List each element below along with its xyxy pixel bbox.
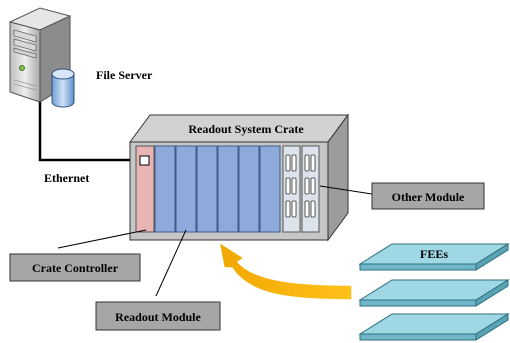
ethernet-port: [139, 155, 150, 166]
readout-module-leader: [155, 229, 187, 297]
crate-controller-label: Crate Controller: [32, 261, 119, 275]
readout-module-slot: [259, 145, 281, 233]
other-module-label: Other Module: [392, 190, 465, 204]
readout-module-label: Readout Module: [115, 310, 201, 324]
file-server-label: File Server: [96, 68, 153, 82]
ethernet-label: Ethernet: [44, 171, 89, 185]
database-icon: [51, 68, 75, 108]
readout-module-slots: [154, 145, 281, 233]
server-tower-icon: [8, 7, 72, 103]
crate-controller-callout: Crate Controller: [9, 253, 141, 282]
fee-board: [358, 243, 510, 271]
crate-controller-slot: [135, 145, 155, 233]
crate-controller-leader: [57, 229, 147, 249]
readout-module-slot: [175, 145, 197, 233]
fees-label: FEEs: [420, 247, 448, 261]
readout-module-slot: [217, 145, 239, 233]
other-module-slots: [282, 145, 320, 233]
readout-module-slot: [196, 145, 218, 233]
other-module-callout: Other Module: [371, 182, 485, 210]
readout-module-slot: [238, 145, 260, 233]
readout-module-callout: Readout Module: [95, 301, 221, 331]
fee-board: [358, 279, 510, 307]
readout-module-slot: [154, 145, 176, 233]
data-flow-arrow-icon: [217, 240, 353, 301]
ethernet-cable: [38, 102, 146, 162]
fee-board: [358, 313, 510, 341]
crate-title: Readout System Crate: [188, 122, 304, 136]
other-module-leader: [319, 185, 373, 195]
